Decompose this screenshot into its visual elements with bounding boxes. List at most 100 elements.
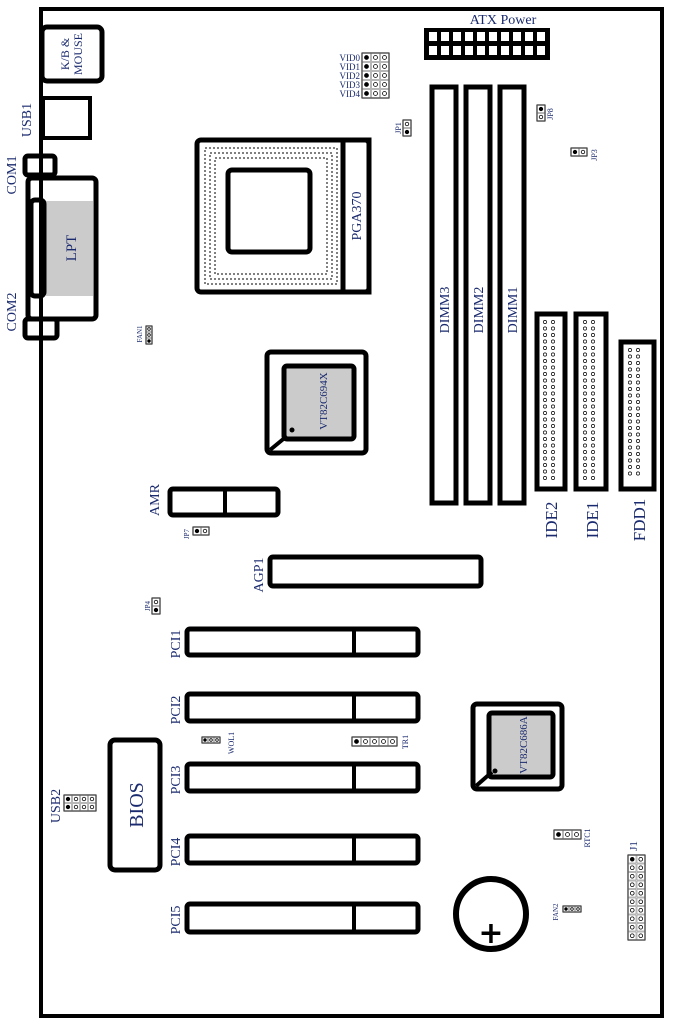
pin-jumper-on (364, 73, 369, 78)
connector-pin (543, 417, 547, 422)
northbridge-label: VT82C694X (318, 372, 330, 430)
jp3-label: JP3 (590, 149, 599, 161)
connector-pin (583, 463, 587, 467)
connector-pin (636, 348, 640, 352)
connector-pin (551, 443, 555, 448)
connector-pin (636, 361, 640, 365)
connector-pin (543, 437, 547, 441)
pin (629, 890, 635, 896)
connector-pin (543, 372, 547, 376)
pin (580, 149, 586, 155)
connector-pin (628, 374, 632, 378)
connector-pin (591, 443, 595, 448)
connector-pin (583, 411, 587, 415)
pin (629, 907, 635, 913)
southbridge-label: VT82C686A (518, 716, 530, 774)
dimm3-label: DIMM3 (438, 287, 453, 334)
connector-pin (551, 385, 555, 389)
dimm3-slot (429, 84, 459, 506)
pga370-label: PGA370 (350, 191, 365, 240)
connector-pin (543, 320, 547, 324)
connector-pin (591, 411, 595, 415)
pin (381, 739, 386, 744)
connector-pin (628, 387, 632, 391)
connector-pin (636, 471, 640, 476)
connector-pin (551, 437, 555, 441)
connector-pin (583, 320, 587, 324)
pin (574, 832, 579, 837)
pci4-label: PCI4 (169, 838, 184, 867)
atx-pin (441, 46, 449, 55)
agp1-label: AGP1 (252, 557, 267, 592)
connector-pin (551, 320, 555, 324)
fan2-header[interactable] (562, 905, 582, 913)
connector-pin (551, 352, 555, 357)
pin-jumper-on (203, 738, 207, 742)
connector-pin (551, 424, 555, 428)
atx-pin (429, 46, 437, 55)
jp7-label: JP7 (183, 528, 191, 539)
atx-pin (525, 46, 533, 55)
pin (638, 907, 644, 913)
connector-pin (628, 354, 632, 359)
connector-pin (583, 352, 587, 357)
pin (81, 796, 87, 802)
connector-pin (628, 406, 632, 411)
jp1-jumper[interactable] (402, 119, 412, 137)
connector-pin (551, 430, 555, 435)
rtc1-jumper[interactable] (553, 829, 582, 840)
connector-pin (583, 469, 587, 474)
connector-pin (591, 385, 595, 389)
connector-pin (636, 400, 640, 404)
pin (404, 121, 410, 127)
connector-pin (591, 391, 595, 396)
connector-pin (591, 320, 595, 324)
tr1-header[interactable] (351, 736, 398, 747)
connector-pin (543, 333, 547, 337)
connector-pin (628, 432, 632, 437)
pin (209, 738, 213, 742)
connector-pin (551, 339, 555, 344)
connector-pin (543, 398, 547, 402)
pin (638, 856, 644, 862)
connector-pin (551, 365, 555, 370)
connector-pin (551, 359, 555, 363)
connector-pin (591, 346, 595, 350)
fdd1-label: FDD1 (630, 499, 649, 542)
connector-pin (636, 413, 640, 417)
connector-pin (551, 450, 555, 454)
wol1-header[interactable] (201, 736, 221, 744)
pin (373, 82, 378, 87)
fan1-label: FAN1 (136, 325, 144, 342)
battery (453, 876, 529, 952)
jp3-jumper[interactable] (570, 147, 588, 157)
connector-pin (636, 367, 640, 372)
vid-jumpers[interactable] (361, 52, 390, 99)
agp1-slot (267, 554, 484, 589)
pin-jumper-on (364, 55, 369, 60)
pin (629, 882, 635, 888)
jp4-label: JP4 (144, 600, 152, 611)
pci1-label: PCI1 (169, 630, 184, 659)
connector-pin (551, 346, 555, 350)
amr-label: AMR (148, 483, 163, 516)
atx-pin (453, 46, 461, 55)
j1-front-panel-header[interactable] (627, 854, 646, 941)
connector-pin (636, 387, 640, 391)
jp7-jumper[interactable] (192, 526, 210, 536)
connector-pin (636, 426, 640, 430)
jp8-jumper[interactable] (536, 104, 546, 122)
atx-pin (513, 46, 521, 55)
pin (373, 55, 378, 60)
jp4-jumper[interactable] (151, 597, 161, 615)
usb2-header[interactable] (63, 794, 97, 812)
pin (73, 796, 79, 802)
fan1-header[interactable] (145, 325, 153, 345)
connector-pin (551, 372, 555, 376)
com1-port (22, 153, 58, 178)
dimm2-slot (463, 84, 493, 506)
dimm2-label: DIMM2 (472, 287, 487, 334)
atx-pin (465, 46, 473, 55)
board-outline (39, 7, 664, 1018)
